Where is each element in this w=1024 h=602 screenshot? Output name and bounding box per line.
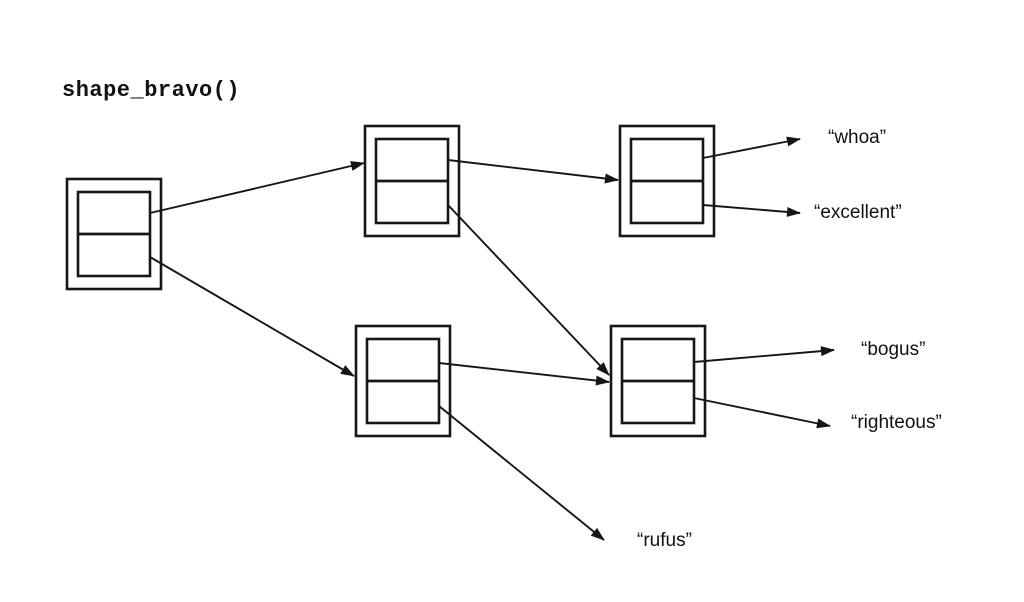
pointer-arrow-cell-top-middle.cdr [447, 204, 610, 376]
cell-bottom-right [609, 324, 707, 438]
string-label-righteous: “righteous” [851, 412, 942, 434]
pointer-arrow-cell-bottom-right.car [693, 346, 835, 363]
cell-top-middle [363, 124, 461, 238]
cell-bottom-middle [354, 324, 452, 438]
pointer-arrow-cell-bottom-middle.cdr [438, 405, 605, 541]
cell-top-right [618, 124, 716, 238]
diagram-title: shape_bravo() [62, 78, 241, 103]
string-label-bogus: “bogus” [861, 339, 926, 361]
pointer-arrow-cell-start.cdr [149, 256, 355, 377]
pointer-arrow-cell-bottom-right.cdr [693, 397, 831, 429]
pointer-arrow-cell-top-right.car [702, 136, 801, 159]
pointer-arrow-cell-top-middle.car [447, 159, 619, 184]
cell-start [65, 177, 163, 291]
pointer-arrow-cell-start.car [149, 161, 365, 214]
pointer-arrow-cell-top-right.cdr [702, 204, 801, 217]
pointer-arrow-cell-bottom-middle.car [438, 362, 610, 386]
string-label-excellent: “excellent” [814, 202, 902, 224]
string-label-whoa: “whoa” [828, 127, 887, 149]
string-label-rufus: “rufus” [637, 530, 692, 552]
